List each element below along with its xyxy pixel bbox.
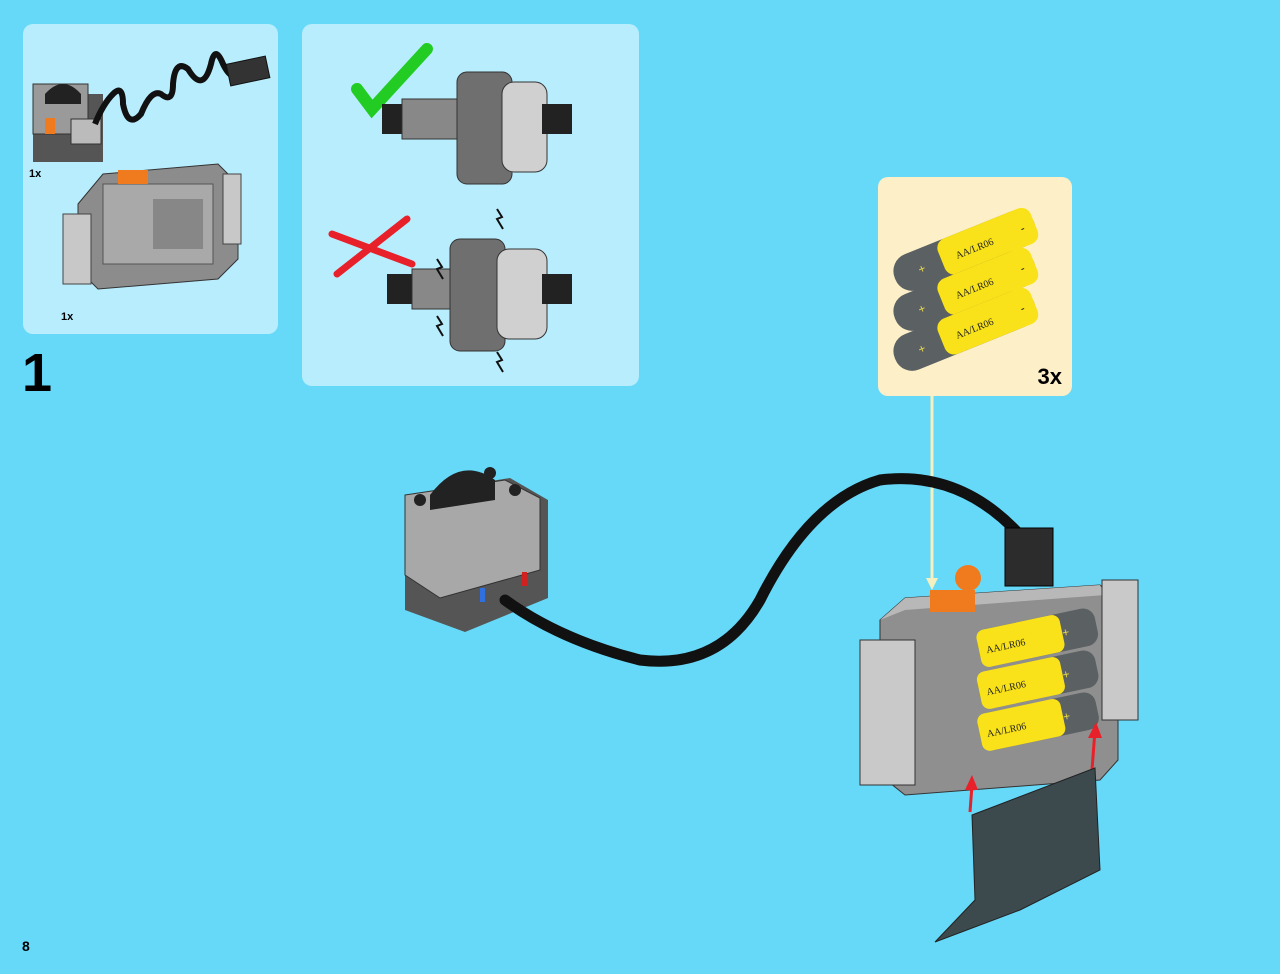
friction-mark-icon — [495, 208, 504, 230]
battery-plus: + — [916, 341, 928, 357]
aa-battery: AA/LR06 + - — [893, 287, 1039, 371]
battery-minus: - — [1018, 221, 1027, 235]
ir-cable — [499, 473, 1026, 667]
battery-box: AA/LR06 + AA/LR06 + AA/LR06 + — [859, 565, 1139, 796]
battery-plus: + — [916, 301, 928, 317]
battery-minus: - — [1018, 261, 1027, 275]
aa-battery: AA/LR06 + - — [893, 247, 1039, 331]
step-number: 1 — [22, 343, 53, 403]
battery-label: AA/LR06 — [986, 721, 1027, 740]
correct-assembly — [382, 71, 572, 185]
inserted-battery: AA/LR06 + — [976, 608, 1099, 667]
part-qty: 1x — [29, 168, 42, 180]
parts-list-panel: 1x 1x — [23, 24, 278, 334]
cable-connector — [1004, 527, 1054, 587]
assembly-check-panel — [302, 24, 639, 386]
battery-callout: AA/LR06 + - AA/LR06 + - AA/LR06 + - 3x — [878, 177, 1072, 396]
inserted-battery: AA/LR06 + — [976, 650, 1099, 709]
wrong-assembly — [387, 208, 572, 373]
battery-box-part — [62, 163, 242, 290]
ir-receiver-part — [32, 83, 103, 162]
battery-plus: + — [1061, 625, 1071, 640]
cross-icon — [328, 215, 416, 278]
aa-battery: AA/LR06 + - — [893, 207, 1039, 291]
battery-plus: + — [1062, 709, 1072, 724]
battery-label: AA/LR06 — [986, 679, 1027, 698]
battery-minus: - — [1018, 301, 1027, 315]
battery-label: AA/LR06 — [985, 637, 1026, 656]
battery-plus: + — [1061, 667, 1071, 682]
battery-cover — [934, 767, 1101, 943]
ir-receiver — [404, 467, 548, 632]
inserted-battery: AA/LR06 + — [977, 692, 1099, 751]
part-qty: 1x — [61, 311, 74, 323]
page-number: 8 — [22, 938, 30, 954]
battery-plus: + — [916, 261, 928, 277]
cable-connector — [225, 55, 271, 87]
ir-cable — [92, 51, 241, 126]
checkmark-icon — [351, 43, 433, 119]
insert-arrow-icon — [965, 722, 1102, 813]
parts-illustration — [32, 51, 271, 290]
battery-qty: 3x — [1037, 364, 1062, 389]
